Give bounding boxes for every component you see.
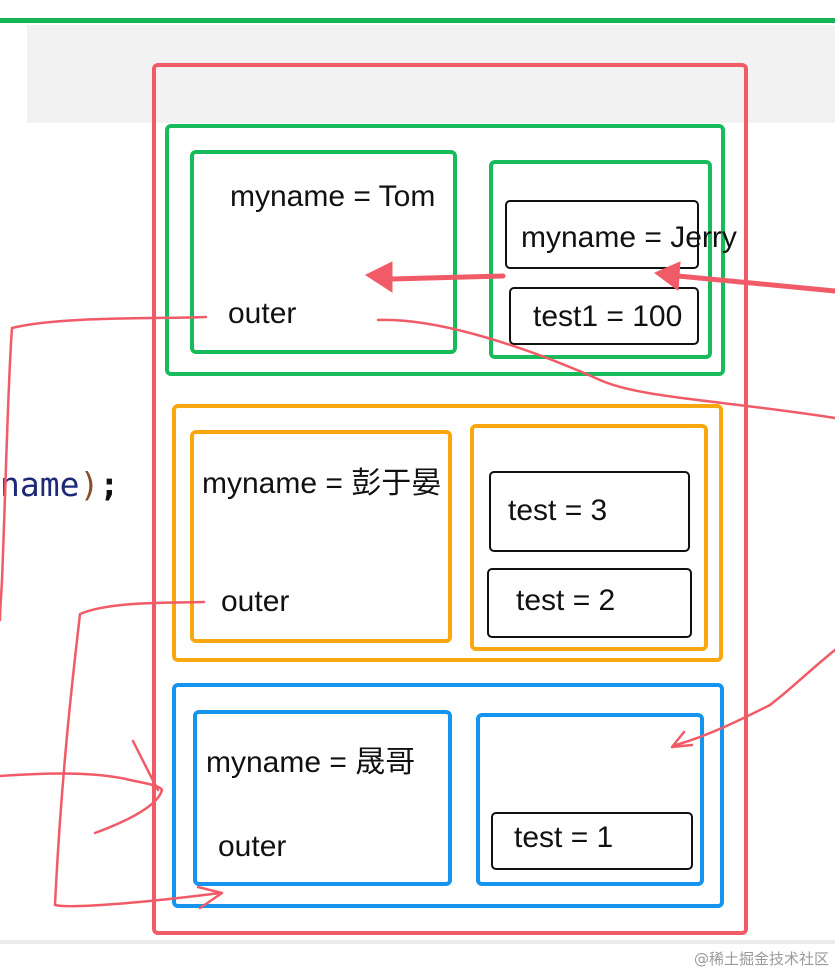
top-rule [0, 18, 835, 23]
inner-left-hook [131, 739, 160, 792]
header-bar [27, 25, 835, 123]
global-variable-env [190, 150, 457, 354]
middle-lexical-env [470, 424, 708, 651]
global-block-myname-box [505, 200, 699, 269]
jerry-to-tom-arrow-shaft [389, 273, 506, 282]
global-block-test1: test1 = 100 [533, 300, 683, 333]
middle-outer-arrowhead [196, 885, 224, 910]
global-myname: myname = Tom [230, 180, 436, 213]
inner-myname: myname = 晟哥 [206, 746, 416, 779]
middle-variable-env [190, 430, 452, 643]
bottom-rule [0, 940, 835, 944]
code-fragment: name); [0, 465, 119, 505]
global-block-test1-box [509, 287, 699, 345]
inner-block-test1-box [491, 812, 693, 870]
code-semicolon: ; [99, 465, 120, 504]
middle-myname: myname = 彭于晏 [202, 467, 442, 500]
inner-lexical-env [476, 713, 704, 886]
inner-outer: outer [218, 830, 287, 863]
middle-block-test3: test = 3 [508, 494, 608, 527]
code-ident: name [0, 465, 80, 504]
middle-block-test2-box [487, 568, 692, 638]
inner-scope-curve [674, 648, 835, 747]
global-outer: outer [228, 297, 297, 330]
middle-outer-link [53, 600, 222, 908]
global-context [165, 124, 725, 376]
global-block-myname: myname = Jerry [521, 221, 737, 254]
global-lexical-env [489, 160, 712, 359]
global-outer-curve [376, 318, 835, 420]
incoming-jerry-arrow-shaft [675, 273, 835, 294]
middle-outer: outer [221, 585, 290, 618]
code-paren: ) [79, 465, 100, 504]
incoming-jerry-arrowhead [654, 261, 681, 291]
inner-scope-arrowhead [670, 730, 694, 749]
middle-block-test3-box [489, 471, 690, 552]
middle-context [172, 404, 723, 662]
jerry-to-tom-arrowhead [364, 261, 393, 293]
inner-context [172, 683, 724, 908]
inner-block-test1: test = 1 [514, 821, 614, 854]
global-outer-link [0, 315, 208, 622]
call-stack [152, 63, 748, 935]
inner-variable-env [193, 710, 452, 886]
inner-left-stroke [0, 772, 164, 835]
middle-block-test2: test = 2 [516, 584, 616, 617]
watermark: @稀土掘金技术社区 [693, 950, 829, 968]
